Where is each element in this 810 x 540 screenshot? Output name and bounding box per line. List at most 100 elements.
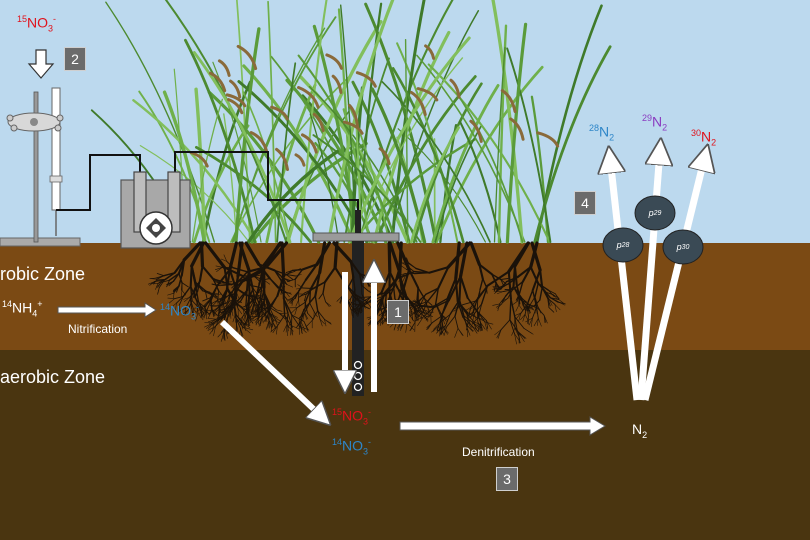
grass-blade — [372, 30, 451, 244]
root-strand — [315, 241, 332, 266]
root-strand — [173, 291, 175, 299]
root-strand — [287, 312, 292, 323]
root-strand — [352, 308, 361, 310]
root-strand — [428, 266, 450, 274]
root-strand — [201, 309, 205, 317]
root-strand — [437, 266, 450, 290]
root-strand — [249, 295, 257, 304]
root-strand — [470, 311, 474, 319]
root-strand — [268, 306, 280, 314]
root-strand — [478, 263, 484, 280]
root-strand — [286, 284, 294, 288]
root-strand — [486, 270, 510, 287]
root-strand — [232, 281, 239, 290]
grass-blade — [339, 4, 357, 243]
root-strand — [495, 287, 502, 292]
grass-blade — [312, 134, 422, 243]
root-strand — [355, 295, 363, 306]
root-strand — [189, 285, 193, 302]
root-strand — [245, 289, 248, 307]
root-strand — [223, 292, 231, 300]
root-strand — [227, 310, 231, 319]
peristaltic-pump-icon — [120, 171, 191, 249]
root-strand — [216, 266, 223, 272]
root-strand — [408, 263, 417, 269]
root-strand — [379, 317, 383, 326]
root-strand — [285, 291, 290, 298]
root-strand — [156, 273, 165, 277]
root-strand — [224, 328, 228, 339]
grass-blade — [234, 27, 261, 244]
root-strand — [181, 282, 189, 288]
root-strand — [494, 329, 502, 336]
root-strand — [486, 320, 489, 329]
burette-stand-icon — [0, 87, 81, 247]
root-strand — [197, 312, 204, 321]
grass-blade — [390, 0, 426, 244]
root-strand — [554, 304, 557, 313]
root-strand — [278, 313, 286, 320]
root-strand — [280, 241, 286, 278]
root-strand — [231, 281, 239, 289]
root-strand — [290, 321, 294, 329]
grass-seedhead — [208, 71, 227, 93]
root-strand — [241, 321, 243, 330]
root-strand — [493, 283, 497, 292]
p29-ellipse — [634, 195, 676, 231]
root-strand — [393, 286, 396, 300]
root-strand — [235, 316, 243, 324]
root-strand — [178, 272, 183, 284]
root-strand — [463, 306, 472, 312]
root-strand — [152, 279, 159, 284]
grass-seedhead — [275, 147, 289, 171]
root-strand — [356, 308, 361, 316]
grass-blade — [184, 38, 257, 244]
root-strand — [285, 273, 296, 277]
root-strand — [468, 306, 472, 316]
root-strand — [275, 325, 278, 335]
root-strand — [325, 301, 332, 307]
grass-seedhead — [297, 85, 320, 109]
root-strand — [375, 295, 386, 300]
n2-28-label: 28N2 — [589, 123, 615, 143]
root-strand — [309, 288, 312, 304]
root-strand — [270, 325, 278, 333]
root-strand — [211, 298, 221, 305]
root-strand — [155, 275, 165, 279]
root-strand — [402, 258, 407, 266]
root-strand — [466, 327, 471, 336]
root-strand — [248, 305, 252, 313]
denitrification-arrow — [399, 416, 606, 436]
step-1-badge: 1 — [387, 300, 409, 324]
root-strand — [388, 270, 399, 289]
root-strand — [157, 287, 160, 295]
root-strand — [510, 298, 516, 318]
root-strand — [362, 296, 372, 306]
root-strand — [218, 307, 227, 313]
root-strand — [273, 269, 284, 279]
root-strand — [195, 312, 199, 322]
root-strand — [177, 258, 186, 275]
root-strand — [484, 321, 494, 325]
root-strand — [355, 305, 364, 312]
root-strand — [392, 269, 401, 289]
nitrate-14-pool-label: 14NO3- — [332, 437, 372, 457]
root-strand — [476, 285, 489, 302]
root-strand — [215, 315, 226, 327]
root-strand — [387, 241, 392, 274]
root-strand — [280, 274, 287, 279]
root-strand — [212, 320, 219, 326]
root-strand — [230, 306, 234, 317]
root-strand — [286, 297, 294, 301]
root-strand — [384, 309, 388, 318]
root-strand — [547, 297, 551, 307]
root-strand — [504, 285, 515, 297]
root-strand — [214, 320, 219, 328]
root-strand — [411, 304, 422, 307]
root-strand — [223, 299, 237, 315]
root-strand — [529, 241, 539, 269]
root-strand — [548, 307, 555, 313]
root-strand — [298, 320, 302, 329]
grass-blade — [404, 38, 409, 243]
root-strand — [351, 303, 360, 306]
